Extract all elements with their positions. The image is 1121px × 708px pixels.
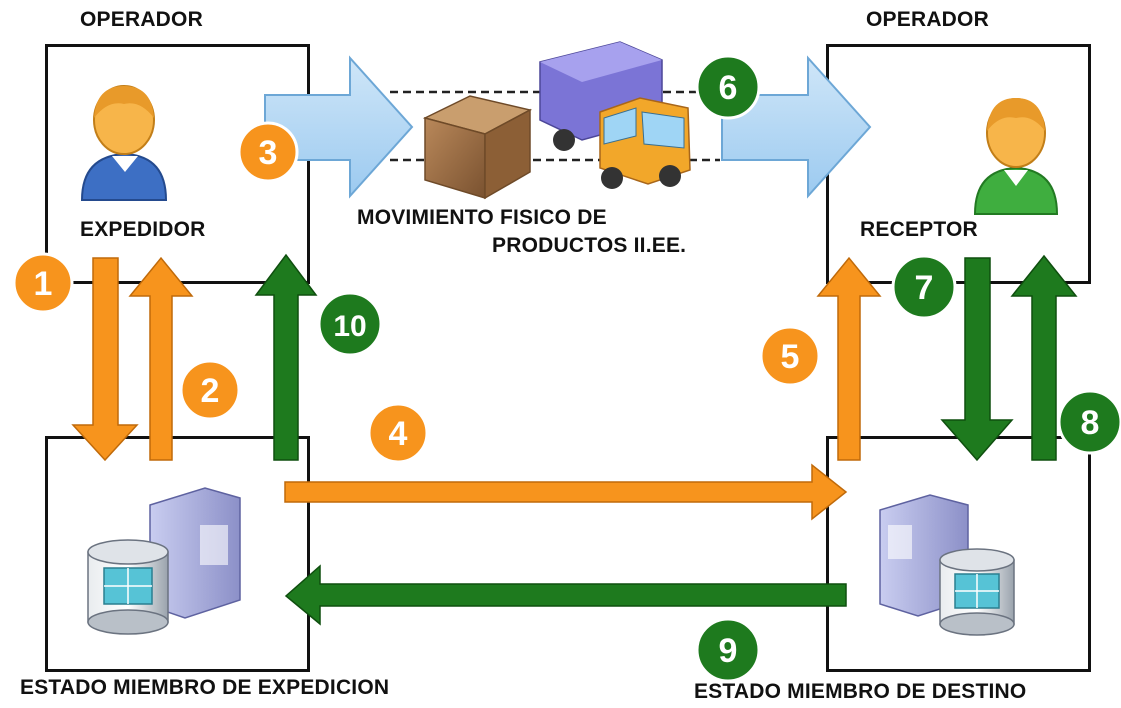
sender-label: EXPEDIDOR: [80, 218, 206, 241]
arrow-step-10-up: [254, 253, 318, 461]
arrow-step-9-left: [284, 564, 847, 626]
sender-person-icon: [80, 85, 168, 201]
arrow-step-8-up: [1010, 254, 1078, 461]
operator-label-left: OPERADOR: [80, 8, 203, 31]
operator-label-right: OPERADOR: [866, 8, 989, 31]
receiver-label: RECEPTOR: [860, 218, 978, 241]
step-8-label: 8: [1081, 404, 1100, 442]
step-10-label: 10: [333, 310, 366, 343]
step-9-label: 9: [719, 632, 738, 670]
flow-arrow-receiver: [721, 55, 872, 199]
step-4-label: 4: [389, 415, 408, 453]
movement-label-line2: PRODUCTOS II.EE.: [492, 234, 687, 257]
movement-label-line1: MOVIMIENTO FISICO DE: [357, 206, 607, 229]
arrow-step-7-down: [940, 257, 1014, 462]
server-icon-left: [149, 487, 241, 619]
step-3-label: 3: [259, 134, 278, 172]
arrow-step-1-down: [71, 257, 139, 462]
state-destination-label: ESTADO MIEMBRO DE DESTINO: [694, 680, 1027, 703]
arrow-step-5-up: [816, 256, 882, 461]
step-6-label: 6: [719, 69, 738, 107]
truck-icon: [539, 41, 691, 189]
step-1-label: 1: [34, 265, 53, 303]
operator-box-right: [826, 44, 1091, 284]
arrow-step-4-right: [284, 463, 848, 521]
receiver-person-icon: [973, 98, 1059, 215]
step-5-label: 5: [781, 338, 800, 376]
step-badges: [12, 54, 1121, 683]
arrow-step-2-up: [128, 256, 194, 461]
state-dispatch-label: ESTADO MIEMBRO DE EXPEDICION: [20, 676, 390, 699]
step-7-label: 7: [915, 269, 934, 307]
database-icon-right: [939, 548, 1015, 636]
database-icon-left: [87, 539, 169, 635]
package-icon: [422, 95, 533, 200]
step-2-label: 2: [201, 372, 220, 410]
